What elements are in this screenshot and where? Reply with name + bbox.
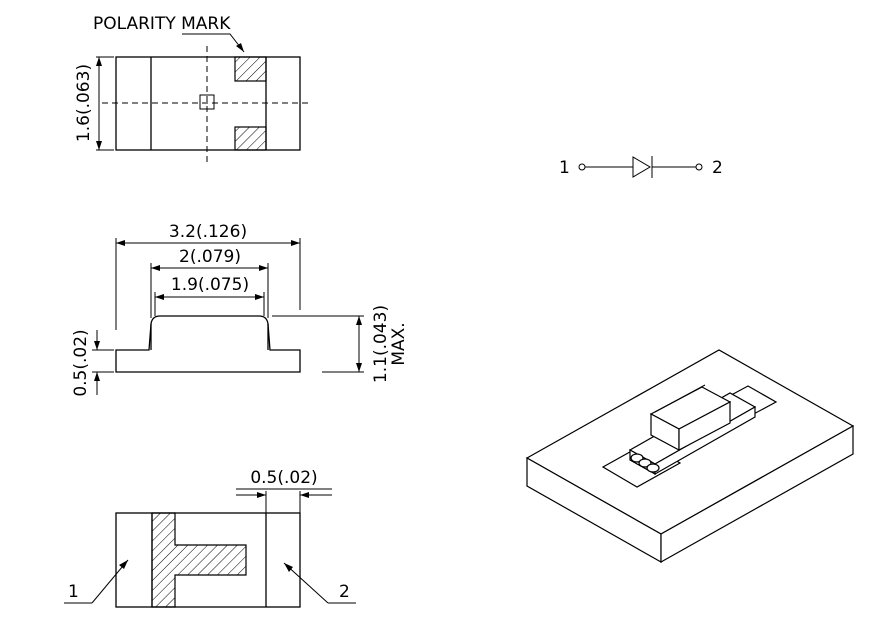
- terminal-1: [578, 163, 586, 171]
- pin2-label: 2: [339, 582, 350, 602]
- led-lens-side: [678, 401, 731, 451]
- diode-schematic: 1 2: [559, 156, 723, 178]
- body-dimension: 2(.079): [179, 247, 241, 267]
- terminal-2: [695, 163, 703, 171]
- pcb-right-face: [660, 424, 854, 564]
- pad-dimension: 0.5(.02): [250, 468, 317, 488]
- bottom-body-outline: [115, 512, 301, 608]
- polarity-arrow: [236, 43, 244, 52]
- polarity-mark-label: POLARITY MARK: [93, 14, 231, 34]
- terminal-dimension: 0.5(.02): [71, 329, 91, 396]
- side-view: 3.2(.126) 2(.079) 1.9(.075) 1.1(.043) MA…: [71, 222, 409, 397]
- polarity-mark-top: [234, 56, 267, 82]
- isometric-view: [525, 349, 855, 564]
- pin1-label: 1: [68, 582, 79, 602]
- height-max-note: MAX.: [389, 322, 409, 365]
- cathode-pad: [151, 512, 247, 608]
- side-profile: [115, 315, 301, 373]
- polarity-mark-bottom: [234, 126, 267, 151]
- diode-symbol: [632, 156, 651, 178]
- bottom-view: 0.5(.02) 1 2: [64, 468, 356, 608]
- top-view: POLARITY MARK 1.6(.063): [74, 14, 312, 162]
- height-dimension: 1.1(.043): [371, 305, 391, 383]
- length-dimension: 3.2(.126): [169, 222, 247, 242]
- schematic-pin2-label: 2: [712, 158, 723, 178]
- width-dimension: 1.6(.063): [74, 64, 94, 142]
- polarity-leader: [182, 33, 245, 53]
- schematic-pin1-label: 1: [559, 158, 570, 178]
- top-dimension: 1.9(.075): [171, 275, 249, 295]
